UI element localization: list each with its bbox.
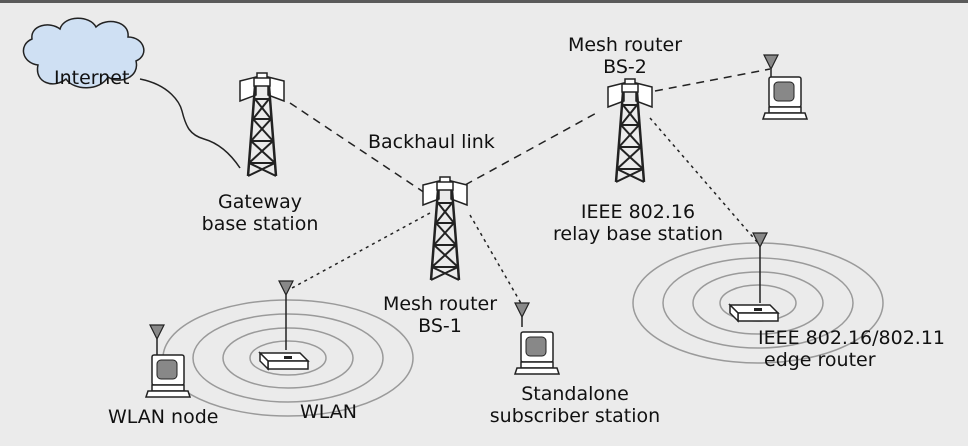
wlan-node-antenna-icon [149, 324, 165, 350]
standalone-antenna-icon [514, 302, 530, 328]
subscriber-antenna-icon [763, 54, 779, 80]
mesh-bs1-label-line2: BS-1 [418, 315, 462, 337]
subscriber-computer-icon [762, 76, 808, 120]
standalone-label: Standalone subscriber station [470, 383, 680, 427]
mesh-bs2-tower-icon [606, 77, 654, 184]
standalone-label-line1: Standalone [521, 383, 629, 405]
gateway-label: Gateway base station [185, 191, 335, 235]
mesh-bs1-label-line1: Mesh router [382, 293, 498, 315]
backhaul-link-bs2-pc [654, 68, 771, 92]
backhaul-link-bs1-bs2 [464, 110, 601, 186]
relay-label-line2: relay base station [552, 223, 723, 245]
internet-cloud [22, 17, 145, 89]
wlan-antenna-icon [278, 280, 294, 306]
diagram-canvas [22, 17, 884, 417]
relay-label-line1: IEEE 802.16 [580, 201, 696, 223]
wlan-label: WLAN [300, 401, 358, 423]
gateway-label-line2: base station [201, 213, 319, 235]
wlan-router-icon [259, 352, 309, 370]
backhaul-link-label: Backhaul link [368, 131, 495, 153]
relay-label: IEEE 802.16 relay base station [538, 201, 738, 245]
wlan-node-computer-icon [145, 354, 191, 398]
edge-coverage-rings [632, 242, 884, 364]
standalone-label-line2: subscriber station [489, 405, 661, 427]
internet-label: Internet [54, 67, 130, 89]
wlan-node-label: WLAN node [108, 406, 219, 428]
edge-router-label: IEEE 802.16/802.11 edge router [758, 327, 945, 371]
edge-antenna-icon [752, 232, 768, 258]
mesh-bs2-label: Mesh router BS-2 [560, 34, 690, 78]
mesh-bs1-tower-icon [421, 175, 469, 282]
mesh-bs1-label: Mesh router BS-1 [375, 293, 505, 337]
edge-router-icon [729, 304, 779, 322]
mesh-bs2-label-line2: BS-2 [603, 56, 647, 78]
access-link-bs1-wlan [291, 212, 431, 289]
access-link-bs1-standalone [469, 214, 523, 306]
edge-router-label-line2: edge router [764, 349, 876, 371]
edge-router-label-line1: IEEE 802.16/802.11 [758, 327, 946, 349]
gateway-label-line1: Gateway [218, 191, 302, 213]
gateway-tower-icon [238, 71, 286, 178]
standalone-computer-icon [514, 331, 560, 375]
internet-cable [139, 78, 241, 169]
mesh-bs2-label-line1: Mesh router [567, 34, 683, 56]
